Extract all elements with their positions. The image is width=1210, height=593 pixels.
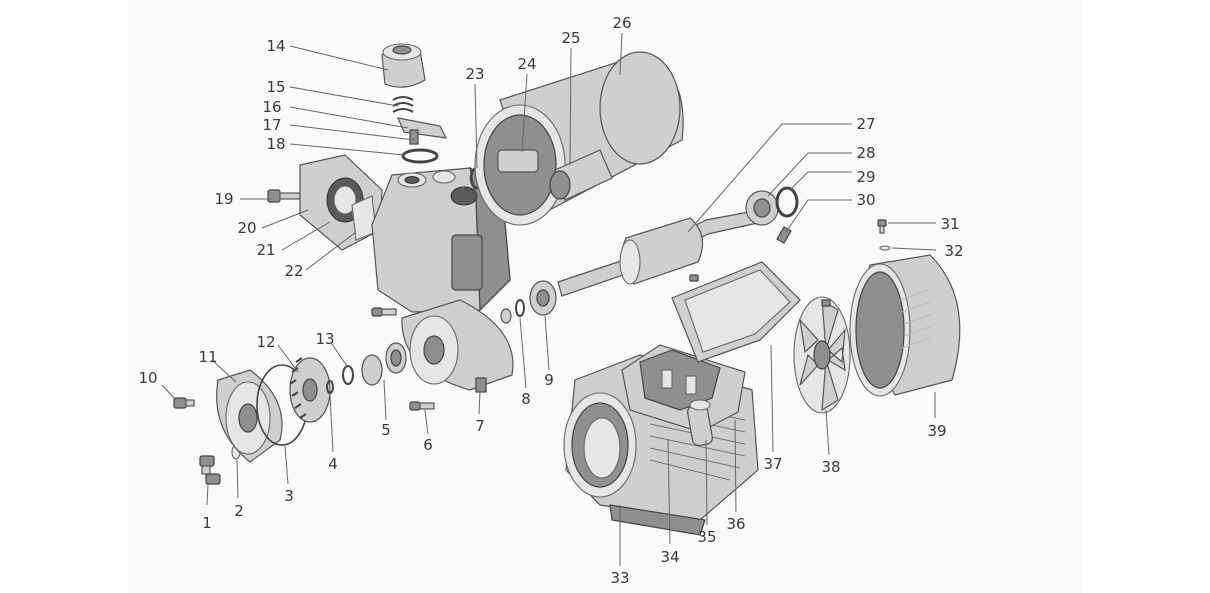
callout-32: 32 [944,242,963,260]
callout-7: 7 [475,417,485,435]
impeller-12 [289,357,331,423]
callout-5: 5 [381,421,391,439]
callout-10: 10 [138,369,157,387]
pump-bracket-7 [401,299,514,393]
terminal-cover-37 [671,261,801,363]
callout-31: 31 [940,215,959,233]
callout-34: 34 [660,548,679,566]
callout-11: 11 [198,348,217,366]
screw-31 [877,219,887,234]
callout-4: 4 [328,455,338,473]
callout-6: 6 [423,436,433,454]
bolts-1 [199,455,221,485]
washer-32 [879,245,891,251]
seal-ring-8 [500,299,525,324]
callout-14: 14 [266,37,285,55]
vent-cap-14 [381,43,426,88]
fan-cover-39 [849,254,961,397]
callout-15: 15 [266,78,285,96]
callout-1: 1 [202,514,212,532]
callout-24: 24 [517,55,536,73]
callout-28: 28 [856,144,875,162]
diffuser-24-25 [497,149,613,201]
callout-23: 23 [465,65,484,83]
callout-37: 37 [763,455,782,473]
o-ring-18 [401,148,439,164]
leader-lines [161,32,937,566]
mechanical-seal-5 [361,342,407,386]
circlip-29 [775,186,799,218]
callout-17: 17 [262,116,281,134]
callout-27: 27 [856,115,875,133]
pump-housing-26 [474,51,684,226]
capacitor-35-36 [687,399,713,447]
callout-18: 18 [266,135,285,153]
callout-38: 38 [821,458,840,476]
callout-3: 3 [284,487,294,505]
callout-30: 30 [856,191,875,209]
bolt-10 [173,397,195,409]
callout-19: 19 [214,190,233,208]
callout-13: 13 [315,330,334,348]
callout-16: 16 [262,98,281,116]
callout-labels: 1 2 3 4 5 6 7 8 9 10 11 12 13 14 15 16 1… [138,14,963,587]
callout-22: 22 [284,262,303,280]
bearing-9 [529,280,557,316]
callout-9: 9 [544,371,554,389]
callout-20: 20 [237,219,256,237]
cooling-fan-38 [793,296,851,414]
callout-12: 12 [256,333,275,351]
callout-26: 26 [612,14,631,32]
callout-2: 2 [234,502,244,520]
bearing-28 [745,190,779,226]
callout-8: 8 [521,390,531,408]
front-cover-11 [216,369,283,463]
callout-25: 25 [561,29,580,47]
callout-35: 35 [697,528,716,546]
seal-parts-4-13 [326,365,354,394]
terminal-box-34 [621,344,746,433]
callout-21: 21 [256,241,275,259]
callout-33: 33 [610,569,629,587]
callout-39: 39 [927,422,946,440]
callout-29: 29 [856,168,875,186]
callout-36: 36 [726,515,745,533]
bolt-6 [371,307,435,411]
